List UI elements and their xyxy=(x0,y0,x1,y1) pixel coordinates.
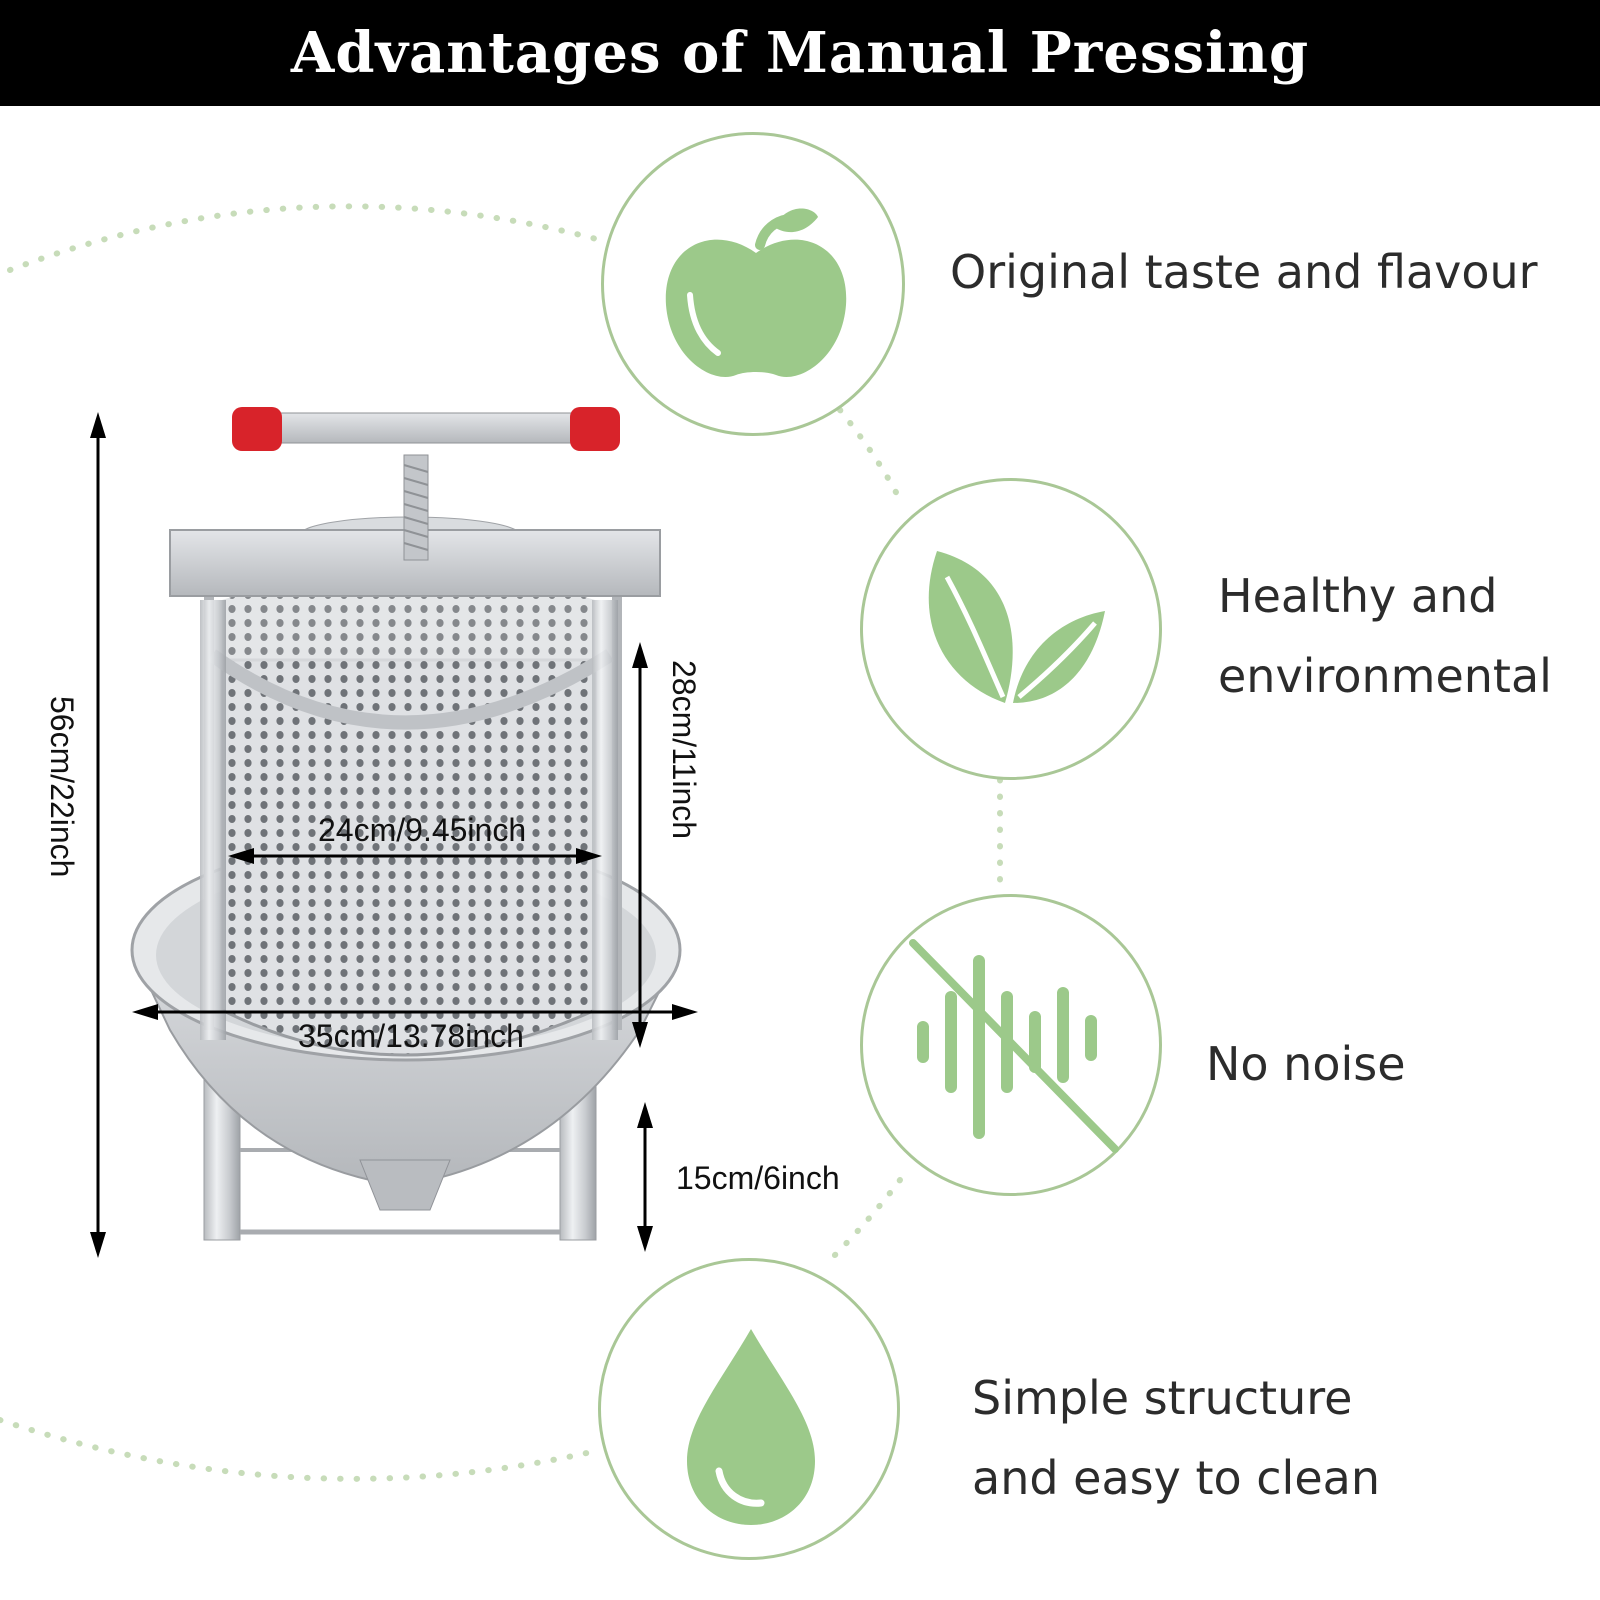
feature-line: and easy to clean xyxy=(972,1451,1380,1505)
feature-circle-taste xyxy=(601,132,905,436)
feature-circle-clean xyxy=(598,1258,900,1560)
feature-line: environmental xyxy=(1218,649,1552,703)
water-drop-icon xyxy=(687,1329,815,1525)
feature-circle-healthy xyxy=(860,478,1162,780)
feature-text-clean: Simple structure and easy to clean xyxy=(972,1358,1380,1518)
feature-text-taste: Original taste and flavour xyxy=(950,232,1538,312)
feature-line: No noise xyxy=(1206,1037,1406,1091)
dim-basket-diameter: 24cm/9.45inch xyxy=(318,812,527,848)
dim-tray-diameter: 35cm/13.78inch xyxy=(298,1018,524,1054)
feature-line: Healthy and xyxy=(1218,569,1498,623)
header-bar: Advantages of Manual Pressing xyxy=(0,0,1600,106)
dim-leg-height: 15cm/6inch xyxy=(676,1160,840,1196)
feature-text-noise: No noise xyxy=(1206,1024,1406,1104)
feature-circle-noise xyxy=(860,894,1162,1196)
dim-basket-height: 28cm/11inch xyxy=(666,660,702,840)
no-sound-icon xyxy=(909,939,1119,1153)
apple-icon xyxy=(665,208,847,378)
feature-text-healthy: Healthy and environmental xyxy=(1218,556,1552,716)
dim-height-total: 56cm/22inch xyxy=(44,696,80,878)
page-title: Advantages of Manual Pressing xyxy=(290,20,1310,86)
leaves-icon xyxy=(928,551,1105,703)
feature-line: Simple structure xyxy=(972,1371,1353,1425)
feature-line: Original taste and flavour xyxy=(950,245,1538,299)
